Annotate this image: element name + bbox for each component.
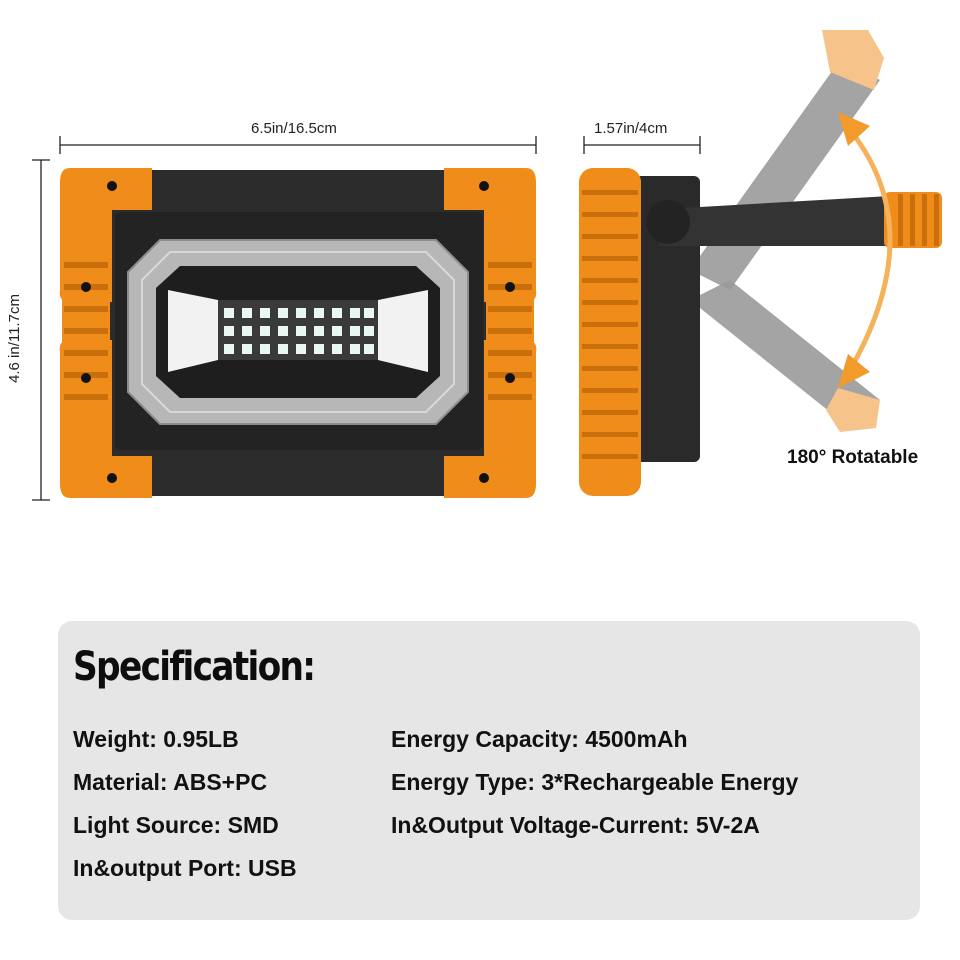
spec-port: In&output Port: USB: [73, 855, 297, 881]
spec-voltage-current: In&Output Voltage-Current: 5V-2A: [391, 812, 760, 838]
spec-energy-type: Energy Type: 3*Rechargeable Energy: [391, 769, 799, 795]
rotation-label: 180° Rotatable: [787, 447, 919, 468]
depth-dimension-label: 1.57in/4cm: [594, 120, 668, 137]
specification-title: Specification:: [73, 644, 316, 690]
height-dimension-label: 4.6 in/11.7cm: [6, 294, 23, 383]
spec-weight: Weight: 0.95LB: [73, 726, 239, 752]
depth-dimension-line: [583, 136, 701, 154]
side-view-light: [579, 30, 942, 496]
product-illustration: [32, 30, 942, 501]
product-figure: 6.5in/16.5cm 4.6 in/11.7cm 1.57in/4cm 18…: [6, 30, 942, 501]
width-dimension-label: 6.5in/16.5cm: [251, 120, 337, 137]
spec-energy-capacity: Energy Capacity: 4500mAh: [391, 726, 688, 752]
spec-light-source: Light Source: SMD: [73, 812, 279, 838]
height-dimension-line: [32, 159, 50, 501]
spec-material: Material: ABS+PC: [73, 769, 268, 795]
specification-panel: [58, 621, 920, 920]
front-view-light: [59, 168, 537, 498]
width-dimension-line: [59, 136, 537, 154]
